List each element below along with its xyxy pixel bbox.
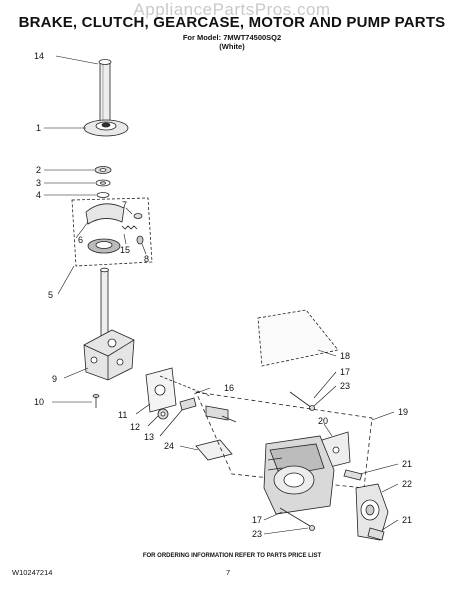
page-title: BRAKE, CLUTCH, GEARCASE, MOTOR AND PUMP …: [18, 14, 446, 31]
callout-21-lower: 21: [402, 515, 412, 525]
part-3-washer: [95, 179, 111, 187]
part-18-motor-shield: [257, 309, 339, 367]
watermark: AppliancePartsPros.com: [133, 0, 331, 19]
callout-20: 20: [318, 416, 328, 426]
leader-lines: [44, 55, 399, 535]
leader-dashed-1: [159, 375, 211, 397]
callout-12: 12: [130, 422, 140, 432]
part-17-rod-upper: [289, 391, 315, 411]
motor-body: [263, 435, 335, 515]
callout-17-upper: 17: [340, 367, 350, 377]
part-brake-disk: [87, 238, 121, 254]
part-12-seal: [157, 408, 169, 420]
part-10-bolt: [92, 394, 100, 408]
callout-17-lower: 17: [252, 515, 262, 525]
part-1-hub-plate: [83, 119, 129, 137]
callout-8: 8: [144, 254, 149, 264]
callout-4: 4: [36, 190, 41, 200]
callout-19: 19: [398, 407, 408, 417]
callout-3: 3: [36, 178, 41, 188]
part-13-coupling: [179, 397, 237, 423]
callout-7: 7: [122, 200, 127, 210]
callout-23-upper: 23: [340, 381, 350, 391]
part-7-brake-pin: [133, 213, 143, 219]
callout-24: 24: [164, 441, 174, 451]
callout-14: 14: [34, 51, 44, 61]
callout-18: 18: [340, 351, 350, 361]
part-5-drive-shaft: [100, 267, 109, 341]
callout-13: 13: [144, 432, 154, 442]
part-11-gasket: [145, 367, 177, 413]
part-14-drive-shaft-top: [98, 59, 112, 125]
document-number: W10247214: [12, 568, 53, 577]
brake-assembly-outline: [71, 197, 153, 267]
part-24-pad: [195, 439, 233, 461]
callout-11: 11: [118, 410, 127, 420]
callout-2: 2: [36, 165, 41, 175]
part-2-washer: [94, 166, 112, 174]
callout-22: 22: [402, 479, 412, 489]
part-22-pump: [355, 483, 389, 541]
callout-5: 5: [48, 290, 53, 300]
part-17-rod-lower: [279, 507, 315, 531]
part-9-gearcase: [83, 329, 135, 381]
model-subtitle: For Model: 7MWT74500SQ2: [182, 33, 282, 42]
color-subtitle: (White): [219, 42, 245, 51]
page-number: 7: [226, 568, 231, 577]
part-21-clip-lower: [367, 527, 385, 541]
part-6-brake-housing: [85, 203, 125, 225]
callout-9: 9: [52, 374, 57, 384]
callout-21-upper: 21: [402, 459, 412, 469]
ordering-note: FOR ORDERING INFORMATION REFER TO PARTS …: [142, 553, 322, 559]
callout-6: 6: [78, 235, 83, 245]
callout-15: 15: [120, 245, 130, 255]
callout-10: 10: [34, 397, 44, 407]
callout-23-lower: 23: [252, 529, 262, 539]
part-4-retaining-ring: [96, 192, 110, 198]
callout-labels: 14 1 2 3 4 7 6 15 8 5 9 10 11 12 13 16 1…: [34, 51, 412, 539]
callout-16: 16: [224, 383, 234, 393]
part-21-clip-upper: [343, 469, 363, 481]
part-8-brake-pad: [136, 235, 144, 245]
callout-1: 1: [36, 123, 41, 133]
part-15-spring: [121, 225, 138, 230]
